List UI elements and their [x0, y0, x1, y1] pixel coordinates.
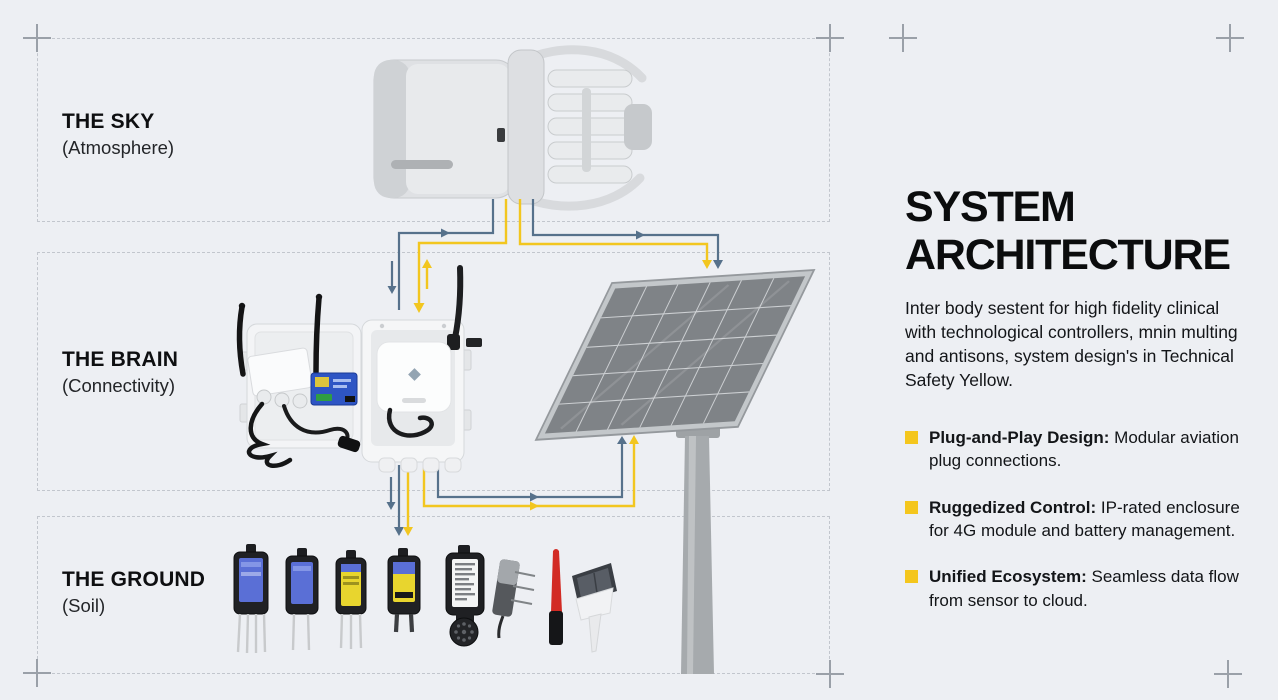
zone-label-brain: THE BRAIN (Connectivity): [62, 348, 178, 397]
soil-sensor-yellow-label: [335, 550, 367, 649]
list-item-text: Plug-and-Play Design: Modular aviation p…: [929, 428, 1239, 471]
crop-mark-icon: [1216, 24, 1244, 52]
soil-sensor-4-prong: [233, 544, 269, 654]
zone-subtitle: (Atmosphere): [62, 137, 175, 158]
list-item-text: Ruggedized Control: IP-rated enclosure f…: [929, 497, 1240, 541]
list-item: Ruggedized Control: IP-rated enclosure f…: [905, 496, 1242, 543]
control-box-illustration: [236, 265, 482, 473]
data-flow-arrowheads-blue: [386, 228, 723, 536]
zone-frame-brain: [37, 252, 830, 491]
zone-title: THE BRAIN: [62, 348, 179, 371]
zone-title: THE GROUND: [62, 568, 206, 591]
data-flow-arrowheads-yellow: [403, 259, 712, 536]
weather-sensor-illustration: [373, 45, 652, 211]
soil-sensor-solar-stake: [572, 563, 617, 653]
crop-mark-icon: [889, 24, 917, 52]
soil-sensor-red-spike: [549, 549, 563, 645]
yellow-square-bullet-icon: [905, 570, 918, 584]
soil-sensors-illustration: [233, 544, 617, 654]
crop-mark-icon: [23, 659, 51, 687]
zone-title: THE SKY: [62, 110, 155, 133]
list-item: Unified Ecosystem: Seamless data flow fr…: [905, 565, 1242, 612]
data-flow-lines-yellow: [406, 199, 709, 528]
list-item-text: Unified Ecosystem: Seamless data flow fr…: [929, 567, 1239, 610]
feature-list: Plug-and-Play Design: Modular aviation p…: [905, 426, 1242, 612]
crop-mark-icon: [816, 660, 844, 688]
solar-panel-illustration: [534, 268, 816, 674]
soil-sensor-needle-probe: [492, 559, 536, 639]
soil-sensor-fork: [387, 548, 421, 633]
zone-label-sky: THE SKY (Atmosphere): [62, 110, 174, 159]
crop-mark-icon: [23, 24, 51, 52]
page-title: SYSTEM ARCHITECTURE: [905, 183, 1231, 280]
info-panel: SYSTEM ARCHITECTURE Inter body sestent f…: [905, 183, 1242, 635]
soil-sensor-disc: [445, 545, 485, 647]
yellow-square-bullet-icon: [905, 500, 918, 514]
list-item: Plug-and-Play Design: Modular aviation p…: [905, 426, 1242, 473]
zone-label-ground: THE GROUND (Soil): [62, 568, 205, 617]
crop-mark-icon: [816, 24, 844, 52]
panel-description: Inter body sestent for high fidelity cli…: [905, 298, 1238, 391]
crop-mark-icon: [1214, 660, 1242, 688]
zone-subtitle: (Connectivity): [62, 375, 176, 396]
yellow-square-bullet-icon: [905, 431, 918, 445]
zone-frame-ground: [37, 516, 830, 674]
soil-sensor-2-prong: [285, 548, 319, 651]
zone-subtitle: (Soil): [62, 595, 106, 616]
zone-frame-sky: [37, 38, 830, 222]
